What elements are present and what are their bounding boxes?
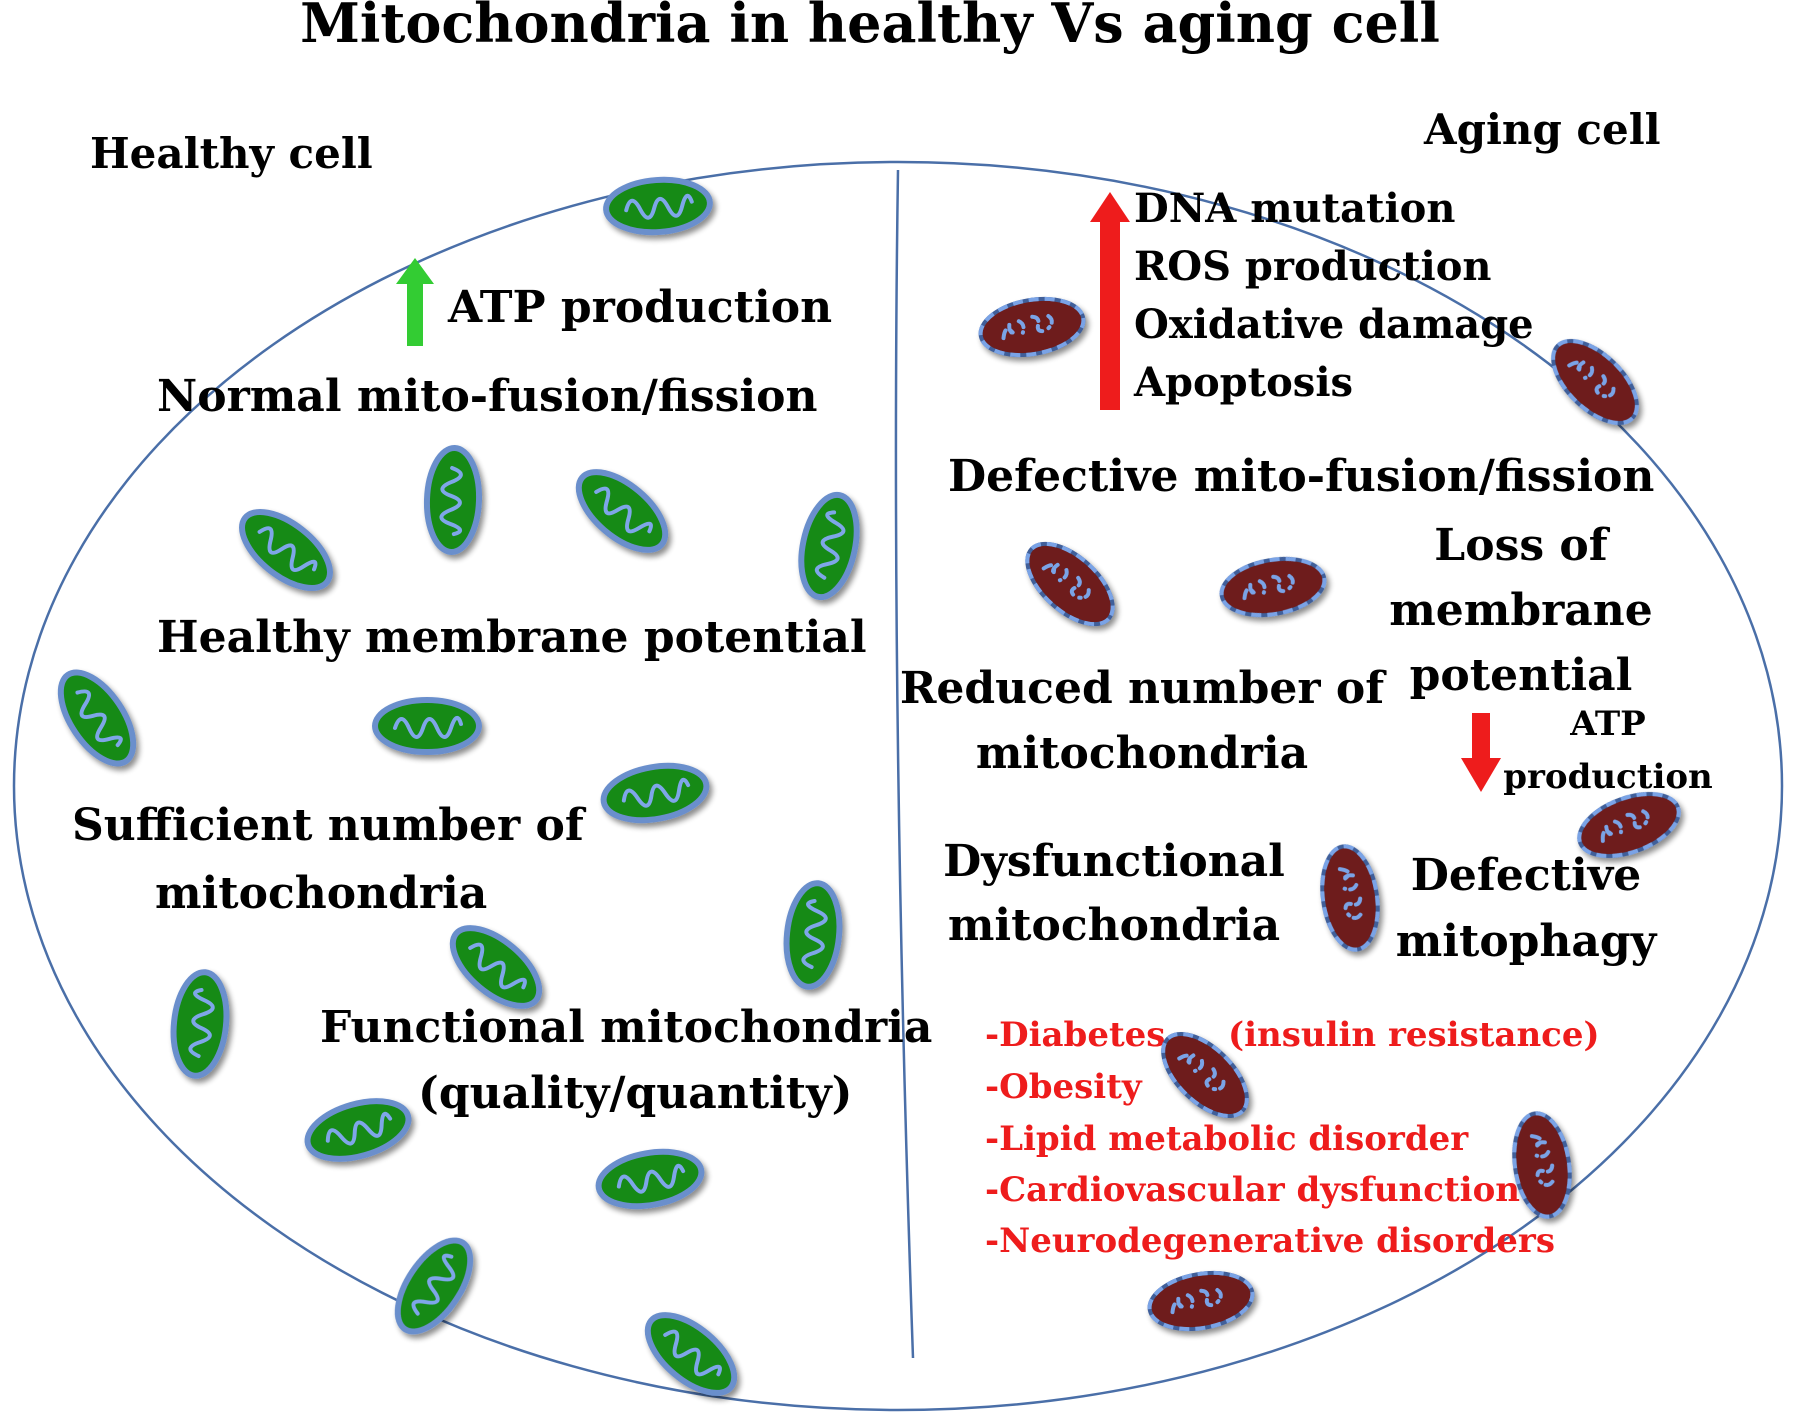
aging-mitophagy-label-line1: Defective [1411,850,1641,901]
healthy-mitochondrion [599,758,710,827]
aging-atp-label-line2: production [1503,757,1713,797]
healthy-mitochondrion [383,1228,484,1343]
disease-item: -Cardiovascular dysfunction [985,1170,1520,1210]
aging-dysfunctional-label-line1: Dysfunctional [943,836,1285,887]
aging-mitochondrion [1215,549,1331,625]
aging-mitochondrion [1011,527,1129,641]
aging-increase-item: Apoptosis [1133,359,1353,406]
aging-fusion-label: Defective mito-fusion/fission [948,451,1654,502]
healthy-mitochondrion [594,1144,705,1213]
page-title: Mitochondria in healthy Vs aging cell [300,0,1440,55]
healthy-mitochondrion [301,1091,415,1170]
cell-divider [894,169,915,1359]
atp-increase-arrow-icon [396,258,434,346]
disease-item: -Diabetes [985,1015,1165,1055]
aging-increase-item: ROS production [1134,243,1491,290]
disease-item: -Lipid metabolic disorder [985,1119,1469,1159]
aging-mitochondrion [1314,840,1386,956]
disease-note: (insulin resistance) [1228,1015,1600,1055]
aging-mitochondrion [1143,1263,1259,1339]
healthy-number-label-line2: mitochondria [155,868,487,919]
healthy-atp-label: ATP production [447,282,832,333]
aging-cell-heading: Aging cell [1423,105,1661,154]
cell-outline [12,160,1784,1412]
aging-increase-item: DNA mutation [1134,185,1455,232]
healthy-cell-heading: Healthy cell [90,129,373,178]
aging-membrane-label-line3: potential [1410,650,1633,701]
healthy-mitochondrion [604,176,711,235]
healthy-mitochondrion [793,490,865,603]
healthy-membrane-label: Healthy membrane potential [157,612,867,663]
aging-dysfunctional-label-line2: mitochondria [948,900,1280,951]
healthy-mitochondrion [425,447,481,553]
healthy-functional-label-line2: (quality/quantity) [418,1068,852,1119]
disease-item: -Neurodegenerative disorders [985,1221,1555,1261]
aging-mitochondrion [974,289,1090,365]
disease-item: -Obesity [985,1067,1143,1107]
atp-decrease-arrow-icon [1461,713,1501,792]
aging-number-label-line2: mitochondria [976,728,1308,779]
healthy-mitochondrion [565,458,678,565]
healthy-fusion-label: Normal mito-fusion/fission [157,371,817,422]
healthy-mitochondrion [375,700,479,752]
healthy-functional-label-line1: Functional mitochondria [320,1002,932,1053]
aging-mitochondrion [1536,324,1654,440]
healthy-mitochondrion [229,497,343,602]
aging-increase-item: Oxidative damage [1134,301,1534,348]
aging-membrane-label-line1: Loss of [1434,520,1610,571]
aging-number-label-line1: Reduced number of [900,663,1387,714]
aging-atp-label-line1: ATP [1569,704,1645,744]
healthy-mitochondrion [634,1301,747,1408]
aging-mitophagy-label-line2: mitophagy [1396,916,1658,967]
aging-membrane-label-line2: membrane [1389,585,1653,636]
healthy-mitochondrion [169,970,232,1079]
healthy-mitochondrion [782,881,845,990]
stress-increase-arrow-icon [1090,192,1130,410]
healthy-mitochondrion [46,660,147,775]
healthy-number-label-line1: Sufficient number of [72,800,587,851]
